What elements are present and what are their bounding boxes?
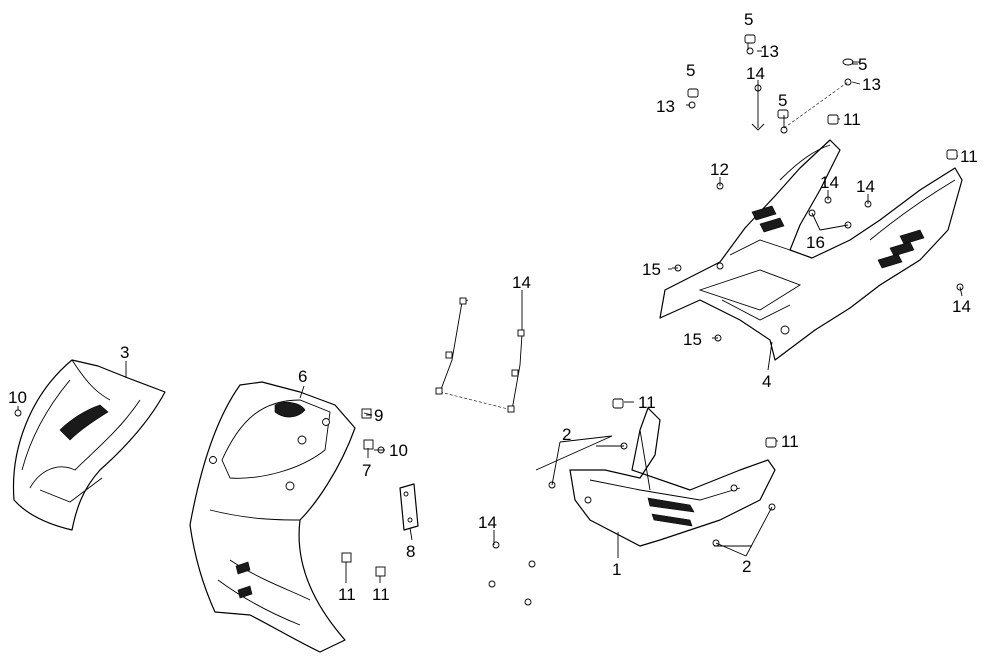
- callout-11: 11: [960, 147, 978, 166]
- callout-14: 14: [512, 273, 531, 292]
- callout-14: 14: [856, 177, 875, 196]
- callout-5: 5: [744, 10, 753, 29]
- callout-5: 5: [778, 91, 787, 110]
- part-front-cover: [12, 359, 166, 531]
- callout-4: 4: [762, 372, 771, 391]
- callout-labels: 1 2 2 3 4 5 5 5 5 6 7 8 9 10 10 11 11 11…: [8, 10, 978, 604]
- callout-14: 14: [478, 513, 497, 532]
- leader-lines: [17, 43, 963, 583]
- callout-1: 1: [612, 560, 621, 579]
- callout-10: 10: [389, 441, 408, 460]
- callout-15: 15: [683, 330, 702, 349]
- callout-11: 11: [638, 393, 656, 412]
- callout-16: 16: [806, 233, 825, 252]
- part-windscreen-bracket: [435, 297, 525, 413]
- callout-14: 14: [952, 297, 971, 316]
- callout-12: 12: [710, 160, 729, 179]
- callout-13: 13: [862, 75, 881, 94]
- callout-15: 15: [642, 260, 661, 279]
- callout-14: 14: [746, 64, 765, 83]
- callout-10: 10: [8, 388, 27, 407]
- part-leg-shield: [189, 381, 356, 653]
- callout-14: 14: [820, 173, 839, 192]
- callout-5: 5: [686, 61, 695, 80]
- callout-9: 9: [374, 406, 383, 425]
- callout-11: 11: [843, 110, 861, 129]
- callout-13: 13: [760, 42, 779, 61]
- part-floor-frame: [659, 139, 963, 361]
- callout-6: 6: [298, 367, 307, 386]
- part-floor-panel: [569, 407, 776, 547]
- callout-7: 7: [362, 461, 371, 480]
- callout-3: 3: [120, 343, 129, 362]
- callout-11: 11: [372, 585, 390, 604]
- callout-13: 13: [656, 97, 675, 116]
- callout-8: 8: [406, 542, 415, 561]
- callout-11: 11: [781, 432, 799, 451]
- callout-2: 2: [562, 425, 571, 444]
- label-dashes: [366, 50, 858, 416]
- part-plate-8: [399, 483, 419, 531]
- callout-5: 5: [858, 55, 867, 74]
- callout-2: 2: [742, 557, 751, 576]
- callout-11: 11: [338, 585, 356, 604]
